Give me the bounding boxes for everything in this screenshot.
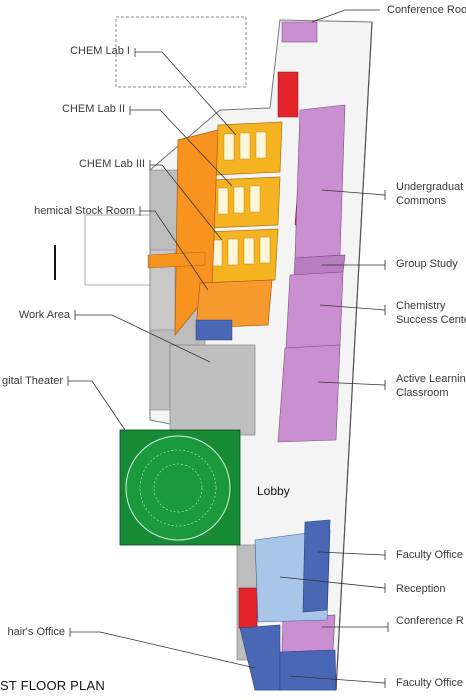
- chemical-stock-room: [147, 129, 273, 341]
- chemistry-success-center: [285, 271, 344, 349]
- label-group-study: Group Study: [396, 258, 458, 270]
- leader-lines: [67, 48, 256, 669]
- label-chem-lab-1: CHEM Lab I: [70, 45, 130, 57]
- label-conference-room-bottom: Conference R: [396, 615, 464, 627]
- active-learning-classroom: [277, 344, 341, 443]
- label-lobby: Lobby: [257, 484, 290, 498]
- faculty-offices-bottom: [279, 649, 337, 691]
- label-chem-lab-3: CHEM Lab III: [78, 158, 145, 170]
- west-wing-outline: [84, 214, 151, 286]
- undergraduate-commons: [294, 104, 346, 259]
- stair-south: [238, 587, 258, 629]
- label-chairs-office: hair's Office: [7, 626, 65, 638]
- chem-lab-1: [213, 121, 283, 176]
- future-expansion-outline: [115, 16, 247, 88]
- label-conference-room-top: Conference Roo: [387, 4, 466, 16]
- label-faculty-offices-mid: Faculty Office: [396, 549, 464, 561]
- chem-lab-3: [201, 228, 279, 284]
- stair-north: [277, 71, 299, 118]
- label-chem-success-2: Success Cente: [396, 314, 466, 326]
- work-area-zone: [169, 344, 256, 436]
- label-undergrad-commons-2: Commons: [396, 195, 447, 207]
- faculty-offices-mid: [302, 519, 331, 613]
- label-work-area: Work Area: [18, 309, 70, 321]
- label-reception: Reception: [396, 583, 446, 595]
- label-faculty-offices-bottom: Faculty Office: [396, 677, 464, 689]
- plan-title: ST FLOOR PLAN: [0, 678, 105, 693]
- east-wall: [335, 21, 373, 691]
- label-chem-lab-2: CHEM Lab II: [62, 103, 125, 115]
- digital-theater: [119, 429, 241, 546]
- conference-room-north: [281, 21, 318, 43]
- label-active-learning-2: Classroom: [396, 387, 449, 399]
- leader-lines-right: [279, 9, 389, 688]
- label-chem-success-1: Chemistry: [396, 300, 446, 312]
- label-active-learning-1: Active Learnin: [396, 373, 466, 385]
- label-chemical-stock-room: hemical Stock Room: [34, 205, 135, 217]
- chem-lab-2: [207, 176, 281, 229]
- label-undergrad-commons-1: Undergraduat: [396, 181, 464, 193]
- label-digital-theater: gital Theater: [2, 375, 63, 387]
